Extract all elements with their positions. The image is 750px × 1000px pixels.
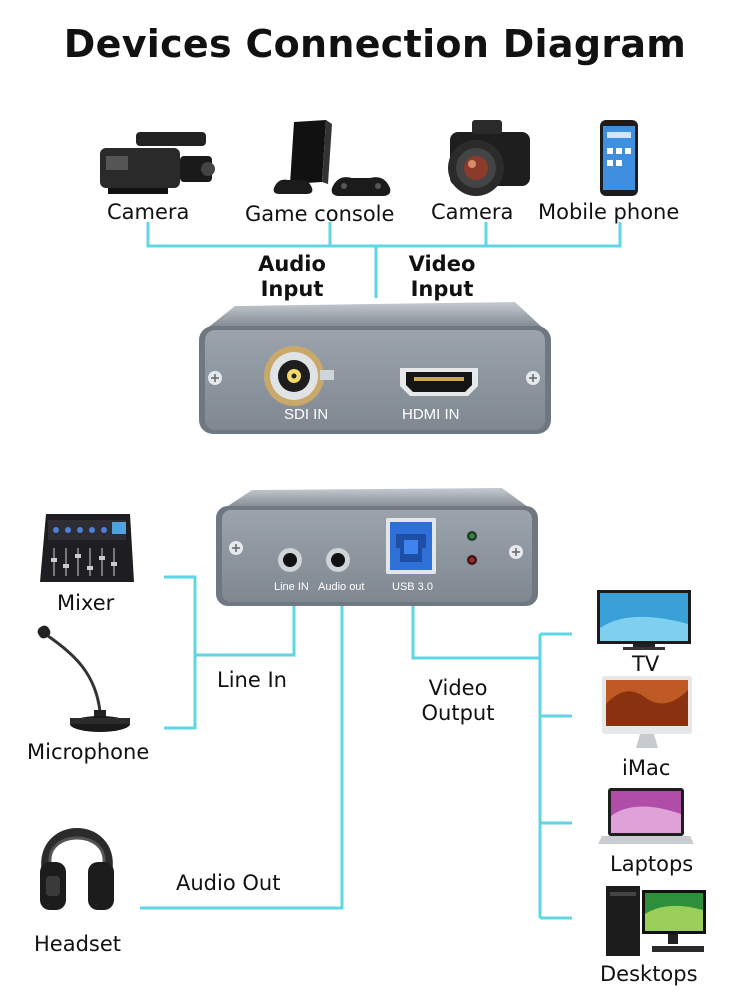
audio-device-label-headset: Headset xyxy=(34,932,122,956)
capture-card-front-panel xyxy=(199,302,551,434)
video-output-label: Video Output xyxy=(421,676,495,725)
audio-out-port-label: Audio out xyxy=(318,581,365,593)
source-label-camera-1: Camera xyxy=(107,200,190,224)
line-in-connection-label: Line In xyxy=(217,668,287,692)
desktop-icon xyxy=(606,886,706,956)
source-label-camera-2: Camera xyxy=(431,200,514,224)
audio-device-label-mixer: Mixer xyxy=(57,591,115,615)
line-in-jack xyxy=(278,548,302,572)
status-led-green xyxy=(467,531,477,541)
source-label-game-console: Game console xyxy=(245,202,395,226)
dslr-camera-icon xyxy=(448,120,530,196)
line-in-port-label: Line IN xyxy=(274,581,309,593)
tv-icon xyxy=(597,590,691,650)
output-label-imac: iMac xyxy=(622,756,671,780)
diagram-title: Devices Connection Diagram xyxy=(63,22,687,66)
audio-out-connection-label: Audio Out xyxy=(176,871,281,895)
output-label-tv: TV xyxy=(632,652,660,676)
imac-icon xyxy=(602,676,692,748)
mixer-icon xyxy=(40,514,134,582)
microphone-icon xyxy=(37,625,130,732)
hdmi-in-label: HDMI IN xyxy=(402,406,460,423)
audio-out-jack xyxy=(326,548,350,572)
output-label-laptops: Laptops xyxy=(610,852,694,876)
audio-device-label-microphone: Microphone xyxy=(27,740,150,764)
video-input-label: Video Input xyxy=(408,252,476,301)
sdi-in-port xyxy=(264,346,334,406)
source-label-mobile-phone: Mobile phone xyxy=(538,200,680,224)
laptop-icon xyxy=(598,788,694,844)
usb-port-label: USB 3.0 xyxy=(392,581,433,593)
capture-card-back-panel xyxy=(216,488,538,606)
hdmi-in-port xyxy=(400,368,478,396)
headset-icon xyxy=(40,828,114,910)
audio-input-label: Audio Input xyxy=(258,252,326,301)
output-label-desktops: Desktops xyxy=(600,962,698,986)
camcorder-icon xyxy=(100,132,215,194)
usb-3-port xyxy=(386,518,436,574)
sdi-in-label: SDI IN xyxy=(284,406,329,423)
game-console-icon xyxy=(273,120,391,196)
status-led-red xyxy=(467,555,477,565)
mobile-phone-icon xyxy=(600,120,638,196)
